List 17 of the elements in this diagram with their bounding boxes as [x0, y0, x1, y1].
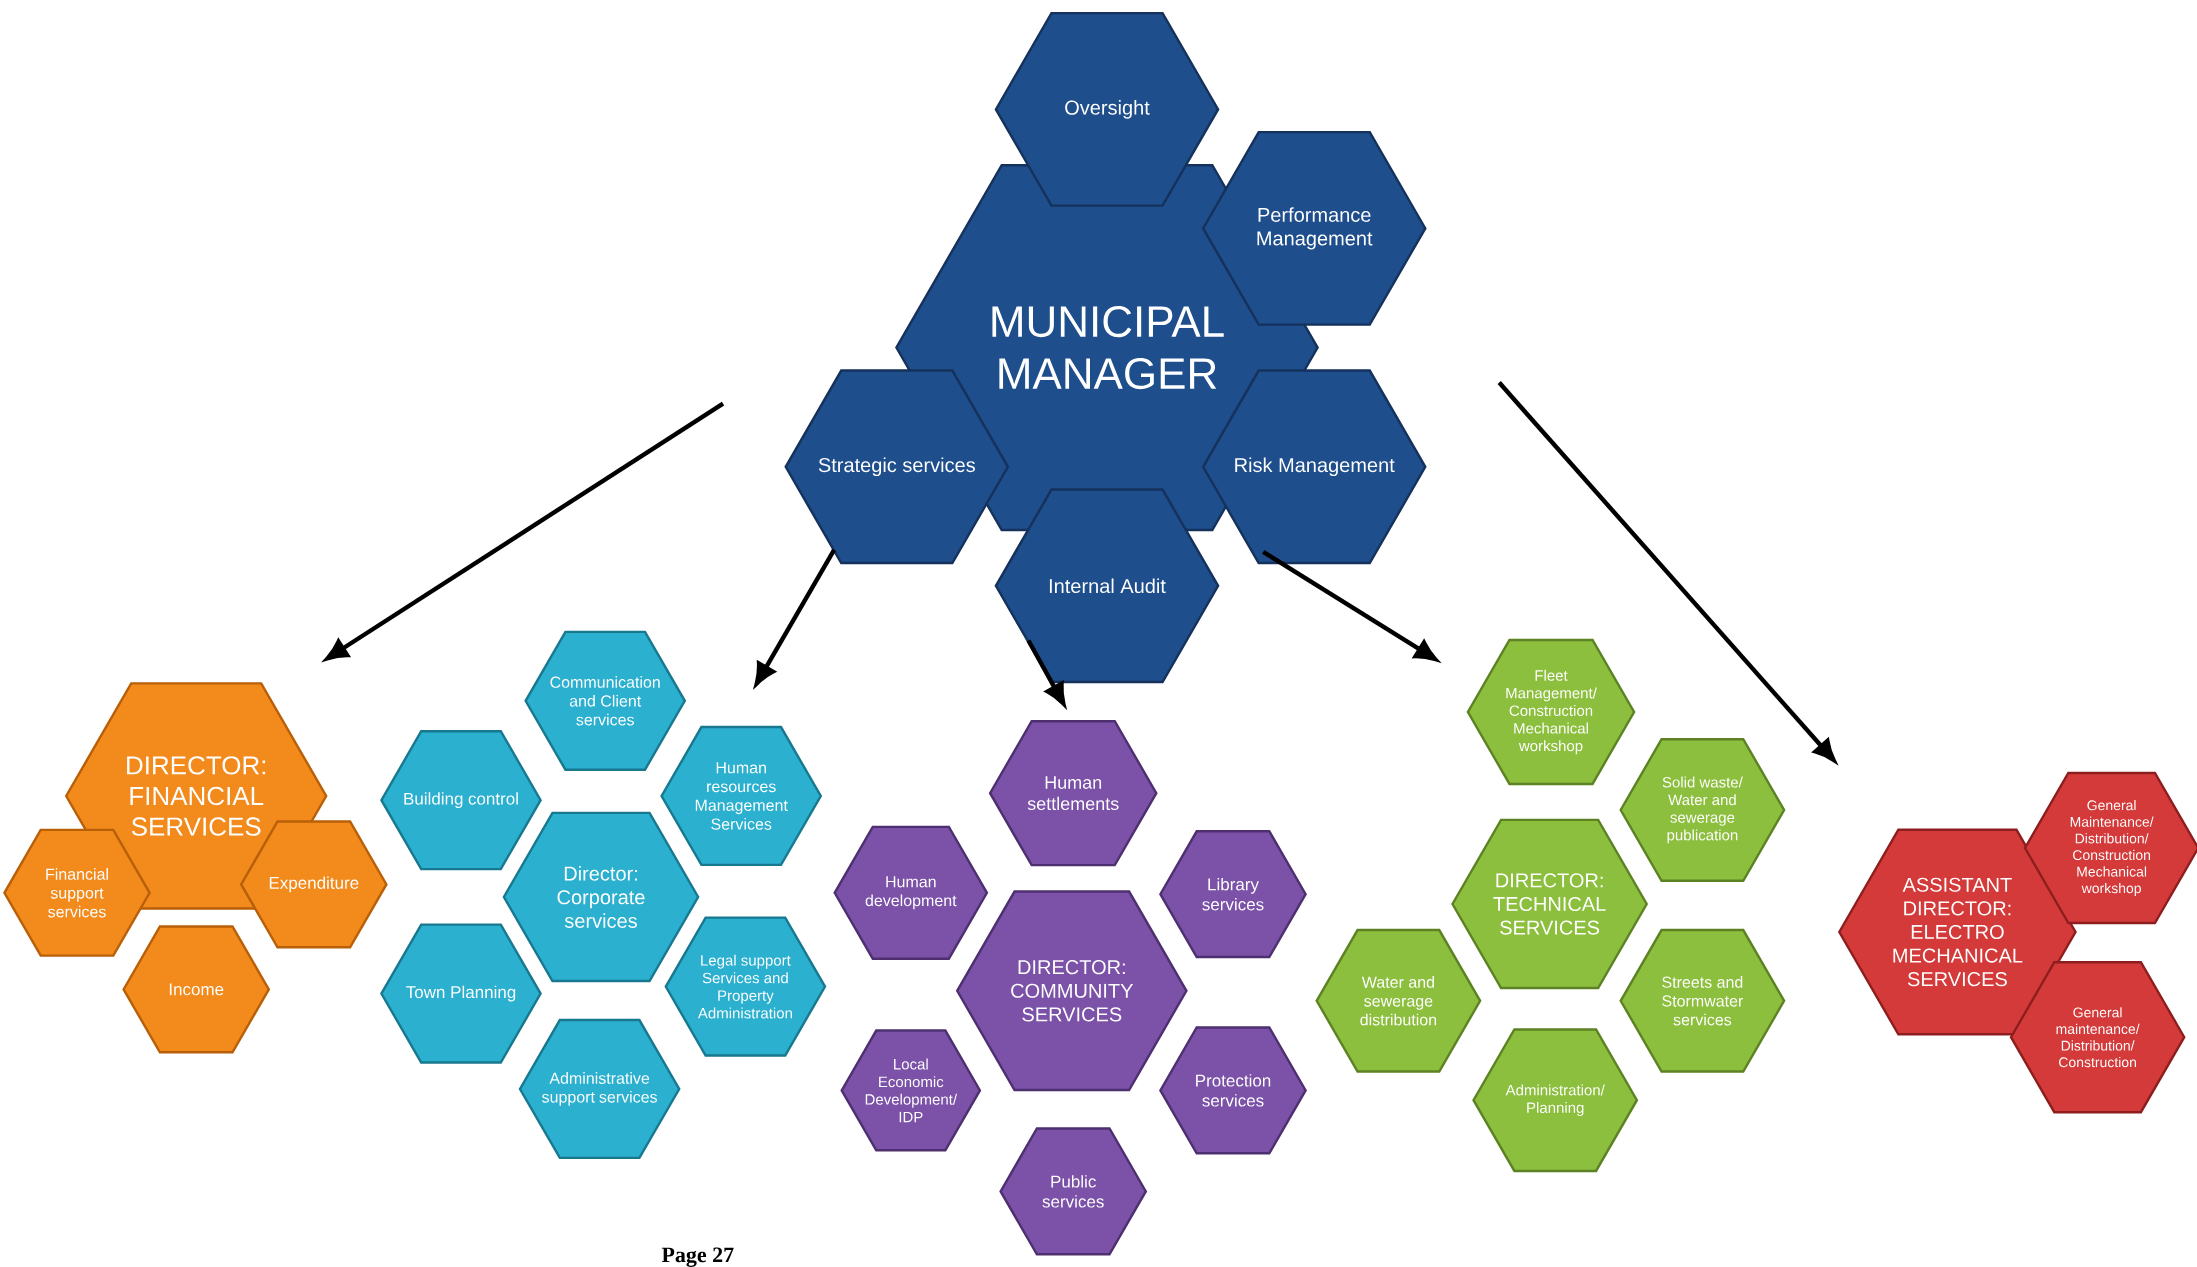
hexagon: Streets and Stormwater services [1619, 928, 1786, 1073]
hexagon: Oversight [994, 11, 1220, 207]
hexagon: General Maintenance/Distribution/Construction Mechanical workshop [2023, 771, 2197, 925]
hexagon: Legal support Services and Property Administration [664, 916, 827, 1057]
hexagon: Town Planning [380, 923, 542, 1064]
hexagon: Director: Corporate services [502, 811, 700, 983]
hexagon: Administrative support services [518, 1018, 681, 1160]
hexagon: Library services [1159, 830, 1307, 959]
hexagon: Administration/Planning [1472, 1028, 1639, 1173]
hexagon: Building control [380, 730, 542, 871]
hexagon: Human settlements [988, 720, 1158, 867]
hexagon: Solid waste/Water and sewerage publication [1619, 738, 1786, 882]
hexagon: Local Economic Development/IDP [840, 1029, 982, 1152]
hexagon: Human development [833, 825, 989, 960]
hexagon: Protection services [1159, 1026, 1307, 1155]
hexagon: Water and sewerage distribution [1315, 928, 1482, 1073]
page-number: Page 27 [661, 1247, 734, 1267]
